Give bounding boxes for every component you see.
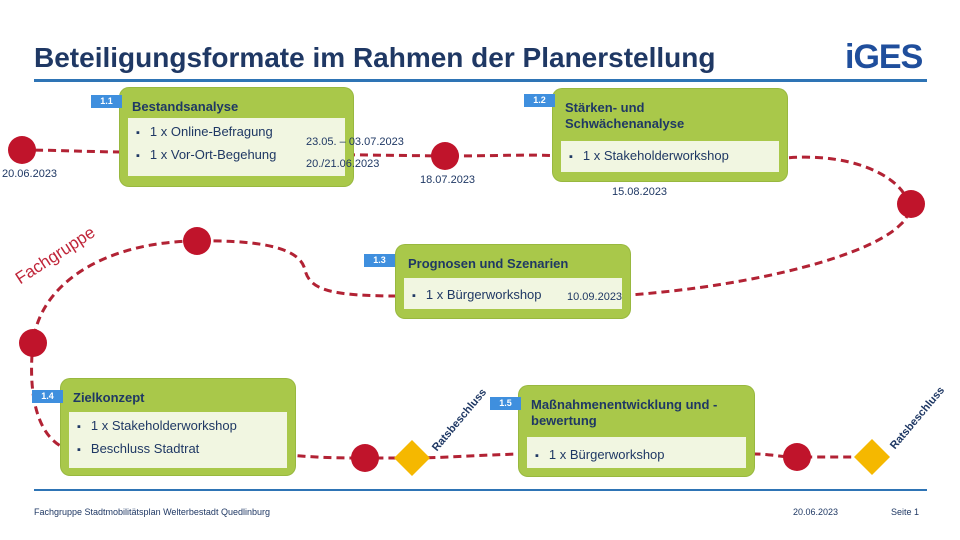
milestone-circle-3 — [897, 190, 925, 218]
item-date: 23.05. – 03.07.2023 — [306, 136, 404, 148]
phase-number-badge: 1.1 — [91, 95, 122, 108]
phase-title: Stärken- und Schwächenanalyse — [565, 100, 685, 131]
milestone-date-2: 18.07.2023 — [420, 174, 476, 186]
milestone-circle-1 — [8, 136, 36, 164]
phase-box-1-4: Zielkonzept 1 x Stakeholderworkshop Besc… — [61, 379, 295, 475]
milestone-circle-7 — [783, 443, 811, 471]
phase-item: 1 x Vor-Ort-Begehung — [136, 147, 276, 162]
milestone-date-3: 15.08.2023 — [612, 186, 668, 198]
phase-items: 1 x Bürgerworkshop — [527, 437, 746, 468]
phase-items: 1 x Online-Befragung 1 x Vor-Ort-Begehun… — [128, 118, 345, 176]
page-title: Beteiligungsformate im Rahmen der Planer… — [34, 42, 716, 73]
footer-text: Fachgruppe Stadtmobilitätsplan Welterbes… — [34, 507, 270, 517]
milestone-circle-6 — [351, 444, 379, 472]
phase-items: 1 x Stakeholderworkshop — [561, 141, 779, 172]
phase-item: 1 x Stakeholderworkshop — [569, 148, 729, 163]
phase-title: Zielkonzept — [73, 390, 145, 405]
phase-title: Prognosen und Szenarien — [408, 256, 569, 271]
item-date: 10.09.2023 — [567, 291, 623, 303]
item-date: 20./21.06.2023 — [306, 158, 380, 170]
title-divider — [34, 79, 927, 82]
iges-logo: iGES — [845, 38, 923, 76]
milestone-circle-2 — [431, 142, 459, 170]
phase-box-1-2: Stärken- und Schwächenanalyse 1 x Stakeh… — [553, 89, 787, 181]
phase-title: Bestandsanalyse — [132, 99, 239, 114]
phase-number-badge: 1.3 — [364, 254, 395, 267]
phase-number-badge: 1.4 — [32, 390, 63, 403]
phase-item: 1 x Bürgerworkshop — [412, 287, 542, 302]
phase-box-1-5: Maßnahmenentwicklung und -bewertung 1 x … — [519, 386, 754, 476]
phase-number-badge: 1.2 — [524, 94, 555, 107]
milestone-circle-5 — [19, 329, 47, 357]
page-number: Seite 1 — [891, 507, 920, 517]
phase-item: 1 x Bürgerworkshop — [535, 447, 665, 462]
footer-date: 20.06.2023 — [793, 507, 839, 517]
phase-items: 1 x Bürgerworkshop — [404, 278, 622, 309]
milestone-circle-4 — [183, 227, 211, 255]
phase-item: Beschluss Stadtrat — [77, 441, 199, 456]
phase-items: 1 x Stakeholderworkshop Beschluss Stadtr… — [69, 412, 287, 468]
decision-diamond-2 — [854, 439, 890, 475]
footer-divider — [34, 489, 927, 491]
phase-box-1-3: Prognosen und Szenarien 1 x Bürgerworksh… — [396, 245, 630, 318]
phase-number-badge: 1.5 — [490, 397, 521, 410]
decision-diamond-1 — [394, 440, 430, 476]
phase-item: 1 x Online-Befragung — [136, 124, 273, 139]
phase-title: Maßnahmenentwicklung und -bewertung — [531, 397, 718, 428]
phase-box-1-1: Bestandsanalyse 1 x Online-Befragung 1 x… — [120, 88, 353, 186]
milestone-date-start: 20.06.2023 — [2, 168, 58, 180]
phase-item: 1 x Stakeholderworkshop — [77, 418, 237, 433]
